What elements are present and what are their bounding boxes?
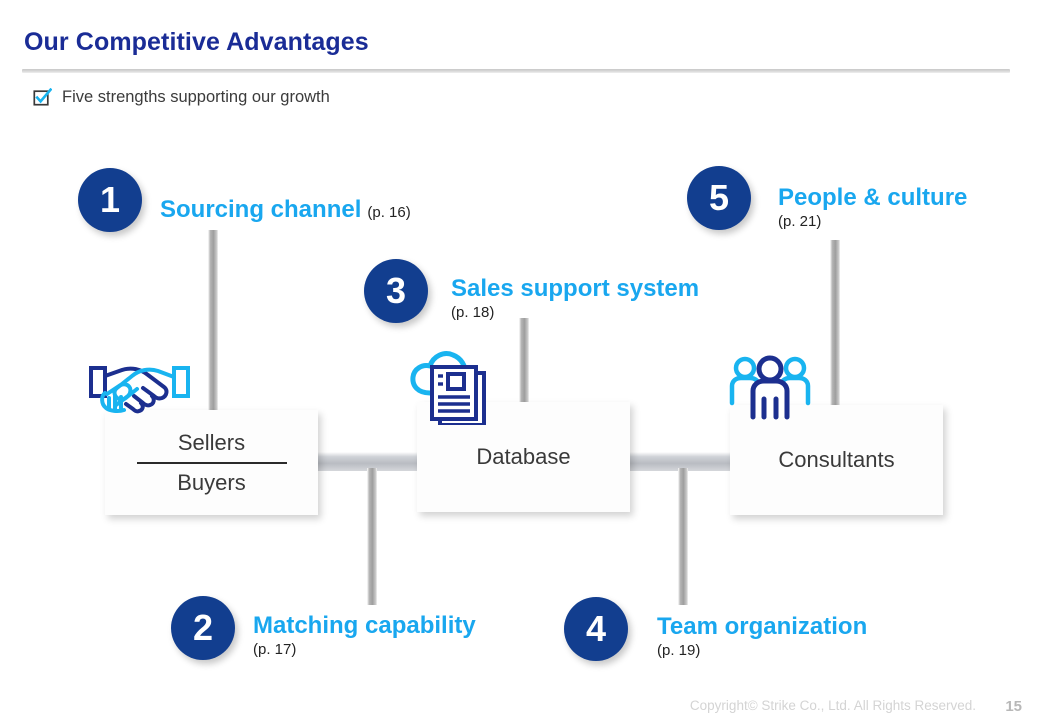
entity-divider xyxy=(136,461,287,464)
footer-copyright: Copyright© Strike Co., Ltd. All Rights R… xyxy=(689,698,976,713)
item-page-1: (p. 16) xyxy=(367,204,411,221)
checkbox-checked-icon xyxy=(33,87,53,107)
cloud-documents-icon xyxy=(408,345,492,430)
subtitle-text: Five strengths supporting our growth xyxy=(62,88,330,106)
badge-number: 3 xyxy=(385,270,407,311)
item-title-4: Team organization xyxy=(657,613,868,640)
badge-number: 4 xyxy=(585,608,607,649)
item-page-5: (p. 21) xyxy=(778,213,822,230)
connector-vertical-item3 xyxy=(519,318,529,402)
item-page-4: (p. 19) xyxy=(657,642,701,659)
item-title-2: Matching capability xyxy=(253,612,476,639)
item-label-2[interactable]: Matching capability (p. 17) xyxy=(253,612,476,658)
item-page-2: (p. 17) xyxy=(253,641,297,658)
entity-label-consultants: Consultants xyxy=(778,447,895,473)
item-title-1: Sourcing channel xyxy=(160,196,362,223)
badge-item-1[interactable]: 1 xyxy=(78,168,142,232)
entity-box-sellers-buyers[interactable]: Sellers Buyers xyxy=(105,410,318,515)
three-people-icon xyxy=(728,355,812,430)
connector-vertical-item1 xyxy=(208,230,218,412)
page-title: Our Competitive Advantages xyxy=(24,28,369,56)
badge-item-5[interactable]: 5 xyxy=(687,166,751,230)
badge-number: 2 xyxy=(192,607,214,648)
badge-number: 5 xyxy=(708,177,730,218)
item-label-4[interactable]: Team organization (p. 19) xyxy=(657,613,867,659)
item-label-3[interactable]: Sales support system (p. 18) xyxy=(451,275,699,321)
item-title-3: Sales support system xyxy=(451,275,700,302)
title-divider-rule xyxy=(22,69,1010,73)
connector-horizontal-right xyxy=(618,452,743,471)
item-page-3: (p. 18) xyxy=(451,304,495,321)
page-number: 15 xyxy=(1005,698,1022,715)
handshake-icon xyxy=(88,360,192,427)
badge-item-3[interactable]: 3 xyxy=(364,259,428,323)
connector-vertical-item2 xyxy=(367,468,377,605)
item-label-1[interactable]: Sourcing channel (p. 16) xyxy=(160,196,411,224)
subtitle-row: Five strengths supporting our growth xyxy=(33,87,330,107)
entity-label-sellers: Sellers xyxy=(177,429,246,455)
badge-item-4[interactable]: 4 xyxy=(564,597,628,661)
connector-horizontal-left xyxy=(305,452,430,471)
badge-item-2[interactable]: 2 xyxy=(171,596,235,660)
connector-vertical-item5 xyxy=(830,240,840,406)
badge-number: 1 xyxy=(99,179,121,220)
entity-box-consultants[interactable]: Consultants xyxy=(730,405,943,515)
connector-vertical-item4 xyxy=(678,468,688,605)
entity-label-database: Database xyxy=(476,444,571,470)
item-label-5[interactable]: People & culture (p. 21) xyxy=(778,184,967,230)
entity-label-buyers: Buyers xyxy=(177,469,246,495)
item-title-5: People & culture xyxy=(778,184,968,211)
entity-box-database[interactable]: Database xyxy=(417,402,630,512)
